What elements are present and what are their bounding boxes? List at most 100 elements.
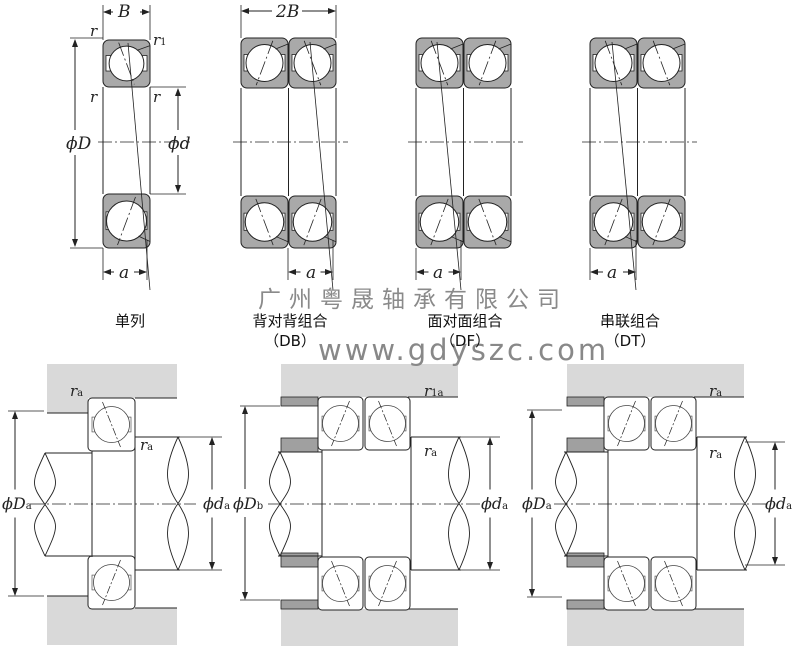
bearing-section xyxy=(650,556,697,611)
bearing-section xyxy=(463,195,512,249)
dt-mounting-diagram xyxy=(527,364,785,646)
contact-distance-label-single: a xyxy=(119,263,129,283)
caption-df-code: （DF） xyxy=(439,332,491,350)
outer-spacer xyxy=(566,396,605,407)
contact-angle-line xyxy=(378,400,397,447)
fillet-radius-ra-shaft-db: ra xyxy=(424,442,437,460)
bearing-section xyxy=(102,39,151,88)
watermark-url: www.gdyszc.com xyxy=(318,333,610,367)
fillet-radius-r1a: r1a xyxy=(424,382,444,400)
contact-angle-line xyxy=(117,196,136,246)
fillet-radius-ra-housing-dt: ra xyxy=(709,382,722,400)
contact-line xyxy=(611,41,637,291)
dimension-labels: B r r1 r r ϕD ϕd a 2B a a a ra ra ϕDa ϕd… xyxy=(2,2,792,513)
shaft-break xyxy=(34,452,56,557)
shaft-break xyxy=(167,436,189,571)
bearing-section xyxy=(637,37,686,89)
inner-spacer xyxy=(280,437,319,453)
contact-angle-line xyxy=(652,198,671,246)
contact-angle-line xyxy=(331,560,350,607)
shaft-shoulder-diameter-da-dt: ϕda xyxy=(765,494,792,513)
caption-dt-code: （DT） xyxy=(604,332,656,350)
housing-shoulder-diameter-Da-dt: ϕDa xyxy=(522,494,552,513)
raceway-line xyxy=(136,45,151,51)
bearing-section xyxy=(317,556,364,611)
db-mounting-diagram xyxy=(240,364,500,646)
bearing-section xyxy=(589,37,638,89)
contact-angle-line xyxy=(430,40,449,86)
contact-angle-line xyxy=(378,560,397,607)
contact-angle-line xyxy=(118,42,135,85)
outer-diameter-label: ϕD xyxy=(66,134,92,154)
bearing-section xyxy=(637,195,686,249)
contact-angle-line xyxy=(102,401,121,448)
inner-spacer xyxy=(566,437,605,453)
bearing-section xyxy=(317,396,364,451)
caption-df-title: 面对面组合 xyxy=(427,312,503,330)
contact-angle-line xyxy=(255,198,274,246)
bearing-section xyxy=(364,396,411,451)
housing-upper xyxy=(567,364,744,397)
contact-angle-line xyxy=(478,40,497,86)
contact-angle-line xyxy=(664,560,683,607)
db-pair-diagram xyxy=(233,5,348,291)
raceway-line xyxy=(138,235,151,242)
bearing-section xyxy=(288,195,337,249)
bearing-section xyxy=(240,37,289,89)
contact-distance-label-df: a xyxy=(433,263,443,283)
contact-distance-label-db: a xyxy=(306,263,316,283)
raceway-line xyxy=(450,43,464,50)
bearing-section xyxy=(650,396,697,451)
width-label-B: B xyxy=(117,2,131,22)
raceway-line xyxy=(624,43,638,50)
fillet-radius-ra-shaft-dt: ra xyxy=(709,444,722,462)
contact-angle-line xyxy=(255,40,274,86)
contact-line xyxy=(127,42,151,291)
caption-single-row: 单列 xyxy=(95,311,165,331)
housing-upper xyxy=(281,364,458,397)
single-row-diagram xyxy=(70,5,190,291)
outer-spacer xyxy=(566,599,605,610)
bearing-section xyxy=(240,195,289,249)
bearing-section xyxy=(87,555,136,610)
fillet-radius-ra-shaft: ra xyxy=(140,436,153,454)
contact-angle-line xyxy=(430,198,449,246)
bearing-section xyxy=(87,397,136,452)
single-mounting-diagram xyxy=(8,364,222,645)
bearing-section xyxy=(415,195,464,249)
bearing-section xyxy=(102,193,151,249)
bearing-section xyxy=(589,195,638,249)
bearing-section xyxy=(603,396,650,451)
contact-angle-line xyxy=(303,40,322,86)
shaft-break xyxy=(734,436,756,571)
top-diagrams xyxy=(70,5,697,291)
fillet-radius-ra-housing: ra xyxy=(70,382,83,400)
contact-line xyxy=(436,41,462,291)
contact-angle-line xyxy=(303,198,322,246)
bottom-diagrams xyxy=(8,364,785,646)
dt-pair-diagram xyxy=(582,37,697,291)
caption-db-title: 背对背组合 xyxy=(252,312,328,330)
contact-angle-line xyxy=(664,400,683,447)
contact-angle-line xyxy=(652,40,671,86)
contact-angle-line xyxy=(102,559,121,606)
caption-face-to-face: 面对面组合 （DF） xyxy=(410,311,520,351)
df-pair-diagram xyxy=(408,37,523,291)
watermark-company: 广州粤晟轴承有限公司 xyxy=(258,287,568,313)
contact-angle-line xyxy=(604,40,623,86)
contact-angle-line xyxy=(478,198,497,246)
caption-dt-title: 串联组合 xyxy=(599,312,660,330)
width-label-2B: 2B xyxy=(275,2,299,22)
contact-distance-label-dt: a xyxy=(607,263,617,283)
bearing-section xyxy=(463,37,512,89)
raceway-line xyxy=(672,43,686,50)
radius-label-r-left: r xyxy=(90,88,98,106)
raceway-line xyxy=(323,43,337,50)
contact-line xyxy=(309,41,334,291)
contact-angle-line xyxy=(331,400,350,447)
shaft-shoulder-diameter-da: ϕda xyxy=(203,494,230,513)
housing-shoulder-diameter-Da: ϕDa xyxy=(2,494,32,513)
radius-label-r1: r1 xyxy=(153,31,167,49)
raceway-line xyxy=(498,236,512,243)
